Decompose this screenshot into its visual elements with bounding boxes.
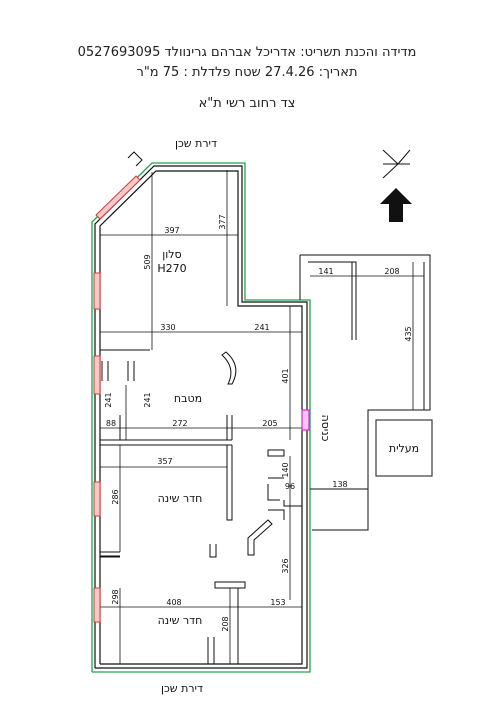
living-room-label: סלון [162,248,181,261]
street-side-label: צד רחוב רשי ת"א [199,96,296,111]
dim-205: 205 [262,419,277,428]
elevator-label: מעלית [389,442,419,455]
dimension-lines [100,170,424,664]
window-bedroom1 [93,481,101,517]
dim-298: 298 [111,589,120,604]
building-core [299,254,433,531]
entrance-door [301,409,310,431]
neighbor-top-label: דירת שכן [175,137,217,150]
dim-241-a: 241 [254,323,269,332]
dim-153: 153 [270,598,285,607]
outer-wall-inner [99,170,303,665]
dim-408: 408 [166,598,181,607]
dim-208-b: 208 [221,616,230,631]
dim-140: 140 [281,462,290,477]
window-bedroom2 [93,587,101,623]
up-arrow-icon [380,188,412,222]
window-diagonal [95,175,141,220]
window-kitchen [93,355,101,395]
dim-401: 401 [281,368,290,383]
dim-241-c: 241 [143,392,152,407]
kitchen-label: מטבח [174,392,202,405]
vent-stub [127,151,143,167]
dim-272: 272 [172,419,187,428]
dim-357: 357 [157,457,172,466]
entrance-label: כניסה [319,414,332,441]
header-line-1: מדידה והכנת תשריט: אדריכל אברהם גרינוולד… [78,45,417,60]
dim-88: 88 [106,419,116,428]
north-arrow-icon [382,149,411,179]
dim-96: 96 [285,482,295,491]
bedroom-1-label: חדר שינה [158,492,203,505]
dim-208-a: 208 [384,267,399,276]
dim-138: 138 [332,480,347,489]
header-line-2: תאריך: 27.4.26 שטח פלדלת : 75 מ"ר [136,65,357,80]
dim-286: 286 [111,489,120,504]
dim-435: 435 [404,326,413,341]
living-room-height: H270 [157,262,186,275]
dim-330: 330 [160,323,175,332]
interior-walls [100,349,302,664]
dim-397: 397 [164,226,179,235]
dim-377: 377 [218,214,227,229]
bedroom-2-label: חדר שינה [158,614,203,627]
apartment-outline [91,162,311,673]
neighbor-bottom-label: דירת שכן [161,682,203,695]
window-living [93,272,101,310]
dim-326: 326 [281,558,290,573]
dim-509: 509 [143,254,152,269]
dim-141: 141 [318,267,333,276]
outer-wall [94,165,308,669]
dim-241-b: 241 [104,392,113,407]
